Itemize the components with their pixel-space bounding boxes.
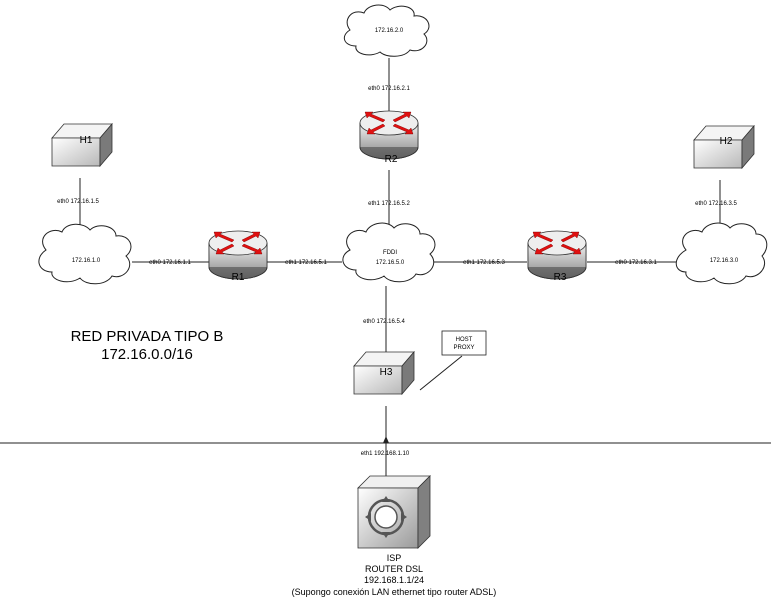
host-h3: H3 <box>353 351 415 395</box>
router-r1: R1 <box>208 230 268 283</box>
network-cloud-icon <box>343 4 430 57</box>
isp-line2: ROUTER DSL <box>365 564 423 574</box>
cloud-label: 172.16.2.0 <box>375 28 404 34</box>
cloud-172-16-3-0: 172.16.3.0 <box>675 222 768 285</box>
isp-line1: ISP <box>387 553 402 563</box>
network-cloud-icon <box>38 223 132 285</box>
wan-arrow-icon <box>383 436 389 443</box>
callout-line1: HOST <box>456 337 473 343</box>
host-label: H3 <box>380 367 393 378</box>
router-icon <box>359 110 419 160</box>
cloud-172-16-1-0: 172.16.1.0 <box>38 223 132 285</box>
iface-label: eth0 172.16.5.4 <box>363 319 405 325</box>
cloud-label: 172.16.3.0 <box>710 258 739 264</box>
interface-labels: eth0 172.16.2.1 eth1 172.16.5.2 eth0 172… <box>57 86 737 457</box>
isp-router <box>357 475 431 549</box>
router-label: R1 <box>232 272 245 283</box>
router-r2: R2 <box>359 110 419 165</box>
isp-line3: 192.168.1.1/24 <box>364 575 424 585</box>
network-cloud-icon <box>675 222 768 285</box>
callout-host-proxy: HOST PROXY <box>441 330 487 356</box>
iface-label: eth0 172.16.3.5 <box>695 201 737 207</box>
host-label: H2 <box>720 136 733 147</box>
iface-label: eth0 172.16.3.1 <box>615 260 657 266</box>
host-h1: H1 <box>51 123 113 167</box>
callout-pointer <box>419 355 463 391</box>
cloud-label-fddi: FDDI <box>383 250 397 256</box>
iface-label: eth0 172.16.2.1 <box>368 86 410 92</box>
router-r3: R3 <box>527 230 587 283</box>
network-cloud-icon <box>342 222 436 283</box>
router-label: R2 <box>385 154 398 165</box>
cloud-fddi: FDDI 172.16.5.0 <box>342 222 436 283</box>
host-label: H1 <box>80 135 93 146</box>
iface-label: eth1 172.16.5.2 <box>368 201 410 207</box>
iface-label: eth0 172.16.1.1 <box>149 260 191 266</box>
title-line1: RED PRIVADA TIPO B <box>71 328 224 345</box>
callout-box <box>441 330 487 356</box>
callout-line2: PROXY <box>453 345 474 351</box>
workstation-icon <box>693 125 755 169</box>
cloud-label: 172.16.5.0 <box>376 260 405 266</box>
cloud-label: 172.16.1.0 <box>72 258 101 264</box>
iface-label: eth1 192.168.1.10 <box>361 451 410 457</box>
iface-label: eth1 172.16.5.1 <box>285 260 327 266</box>
router-label: R3 <box>554 272 567 283</box>
cloud-172-16-2-0: 172.16.2.0 <box>343 4 430 57</box>
iface-label: eth1 172.16.5.3 <box>463 260 505 266</box>
dsl-router-icon <box>357 475 431 549</box>
isp-caption: ISP ROUTER DSL 192.168.1.1/24 (Supongo c… <box>292 553 497 597</box>
host-h2: H2 <box>693 125 755 169</box>
network-title: RED PRIVADA TIPO B 172.16.0.0/16 <box>71 328 224 363</box>
iface-label: eth0 172.16.1.5 <box>57 199 99 205</box>
isp-line4: (Supongo conexión LAN ethernet tipo rout… <box>292 587 497 597</box>
title-line2: 172.16.0.0/16 <box>101 346 193 363</box>
links <box>0 58 771 476</box>
